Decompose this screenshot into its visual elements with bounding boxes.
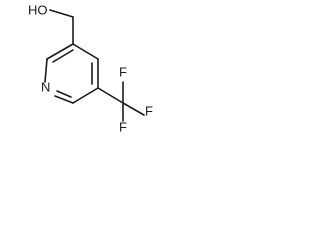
bond-c2-c3 <box>46 43 74 60</box>
fluorine-right-label: F <box>145 103 153 118</box>
bond-n1-c2 <box>44 58 48 83</box>
bond-c3-c4 <box>72 43 99 60</box>
fluorine-bottom-label: F <box>119 119 127 134</box>
bond-cf3-f-right <box>122 102 145 116</box>
bond-c5-c6 <box>72 87 99 104</box>
structure-diagram: HO N F F F <box>28 2 153 134</box>
bond-c4-cf3 <box>97 87 124 104</box>
hydroxyl-label: HO <box>28 2 48 17</box>
structure-canvas: HO N F F F <box>0 0 174 160</box>
bond-ch2-o <box>49 9 74 18</box>
ring-nitrogen-label: N <box>41 79 50 94</box>
double-bond-c2-c3-inner <box>52 49 74 63</box>
fluorine-top-label: F <box>119 64 127 79</box>
bond-c6-n1 <box>54 95 74 104</box>
double-bond-c6-n1-inner <box>56 90 72 98</box>
